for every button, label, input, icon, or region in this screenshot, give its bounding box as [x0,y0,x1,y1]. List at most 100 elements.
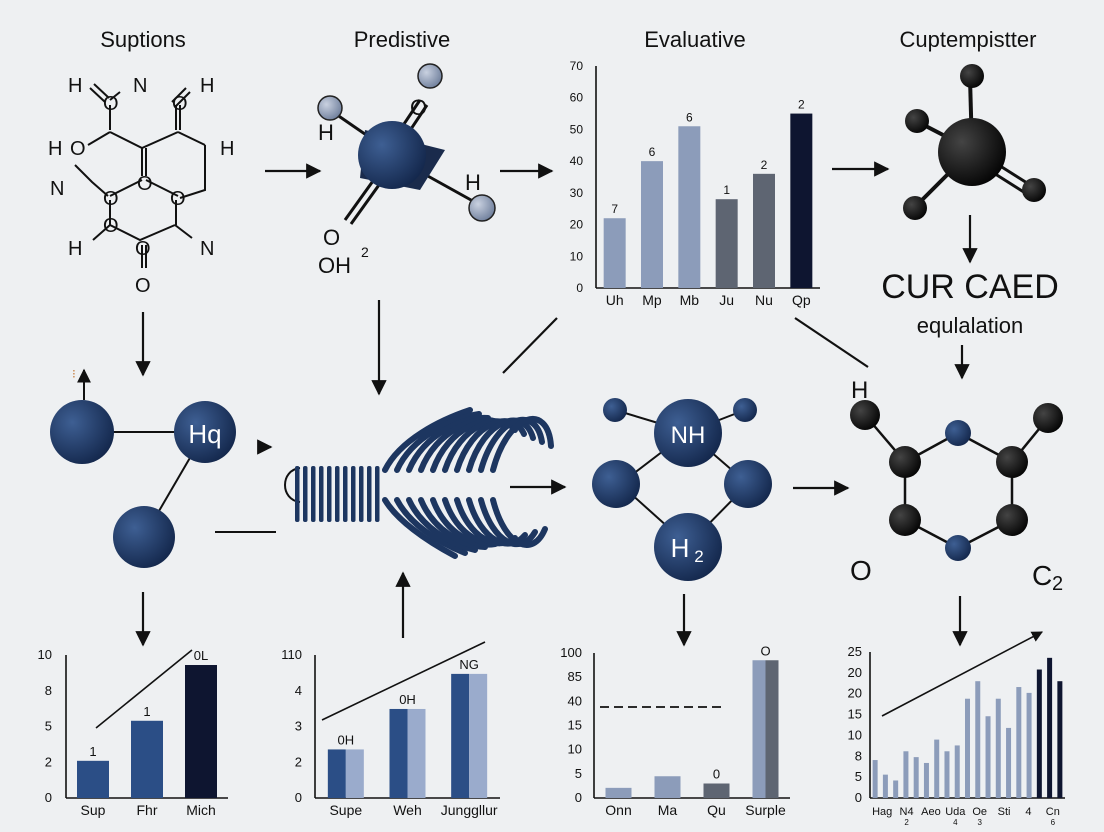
atom-label: O [170,188,186,210]
atom-label: O [103,188,119,210]
y-tick-label: 10 [568,742,582,757]
atom-label: O [70,138,86,160]
data-label: 0H [338,732,355,747]
y-tick-label: 20 [570,218,584,232]
stage-title-predistive: Predistive [354,27,451,52]
svg-text:⁝: ⁝ [72,367,76,381]
bar [1047,657,1053,798]
atom-black [960,64,984,88]
data-label: 2 [761,158,768,172]
connector [502,317,558,374]
ribbon-strand [478,416,545,473]
atom-navy [724,460,772,508]
y-tick-label: 40 [568,693,582,708]
data-label: 0H [399,692,416,707]
ribbon-strand [311,466,316,522]
atom-black [996,446,1028,478]
y-tick-label: 85 [568,669,582,684]
data-label: 6 [649,145,656,159]
x-tick-label: Ma [658,802,678,818]
x-tick-label: Sti [998,806,1011,818]
atom-navy [654,399,722,467]
atom-label: H [318,120,334,145]
x-tick-label: Mich [186,802,216,818]
x-tick-label: Hag [872,806,892,818]
y-tick-label: 70 [570,59,584,73]
bar [1036,669,1042,798]
bar [605,787,632,798]
data-label: 0L [194,648,208,663]
bar [654,776,681,798]
stage-titles: Suptions Predistive Evaluative Cuptempis… [100,27,1036,52]
bar-highlight [407,708,426,798]
atom-navy [945,420,971,446]
card-subtitle: equlalation [917,313,1023,338]
skeletal-bonds [74,83,206,268]
ribbon-strand [490,416,554,473]
atom-navy [733,398,757,422]
data-label: 0 [713,767,720,782]
x-tick-label: Weh [393,802,422,818]
data-label: 2 [798,98,805,112]
bar [872,760,878,798]
ribbon-strand [351,466,356,522]
stage-title-cuptempistter: Cuptempistter [900,27,1037,52]
atom-center-black [938,118,1006,186]
connector [794,317,869,368]
x-tick-label: Ju [719,292,734,308]
bar [882,774,888,798]
x-tick-sublabel: 4 [953,818,958,827]
bar [1026,692,1032,798]
atom-label: O [410,95,427,120]
bar [703,783,730,798]
bar [1016,687,1022,798]
molecule-predistive: H O H O OH 2 [317,63,496,278]
y-tick-label: 5 [575,766,582,781]
atom-navy [113,506,175,568]
ribbon-strand [382,407,473,473]
ribbon-strand [394,411,482,473]
x-tick-label: Junggllur [441,802,498,818]
data-label: O [760,643,770,658]
bar [327,749,346,798]
x-tick-label: Uda [945,806,966,818]
y-tick-label: 40 [570,154,584,168]
y-tick-label: 110 [281,647,302,662]
y-tick-label: 4 [295,683,302,698]
ribbon-strand [406,497,478,553]
data-label: 1 [89,744,96,759]
y-tick-label: 15 [568,718,582,733]
bar [131,720,163,798]
y-tick-label: 10 [848,727,862,742]
x-tick-label: Nu [755,292,773,308]
x-tick-label: Cn [1046,806,1060,818]
ribbon-strand [303,466,308,522]
x-tick-label: Mb [680,292,700,308]
bar [913,757,919,798]
x-tick-label: Sup [81,802,106,818]
ribbon-strand [466,497,528,547]
bar [451,673,470,798]
x-tick-label: Aeo [921,806,941,818]
bar [893,780,899,798]
atom-label: H [48,138,62,160]
atom-navy [654,513,722,581]
bar [995,698,1001,798]
bar [934,739,940,798]
bar [752,660,766,798]
stage-title-suptions: Suptions [100,27,186,52]
atom-label: O [323,225,340,250]
ribbon-strand [490,497,548,548]
ribbon-strand [327,466,332,522]
ribbon-strand [319,466,324,522]
bar [678,126,701,288]
atom-navy [592,460,640,508]
atom-label: OH [318,253,351,278]
atom-grey [468,194,496,222]
